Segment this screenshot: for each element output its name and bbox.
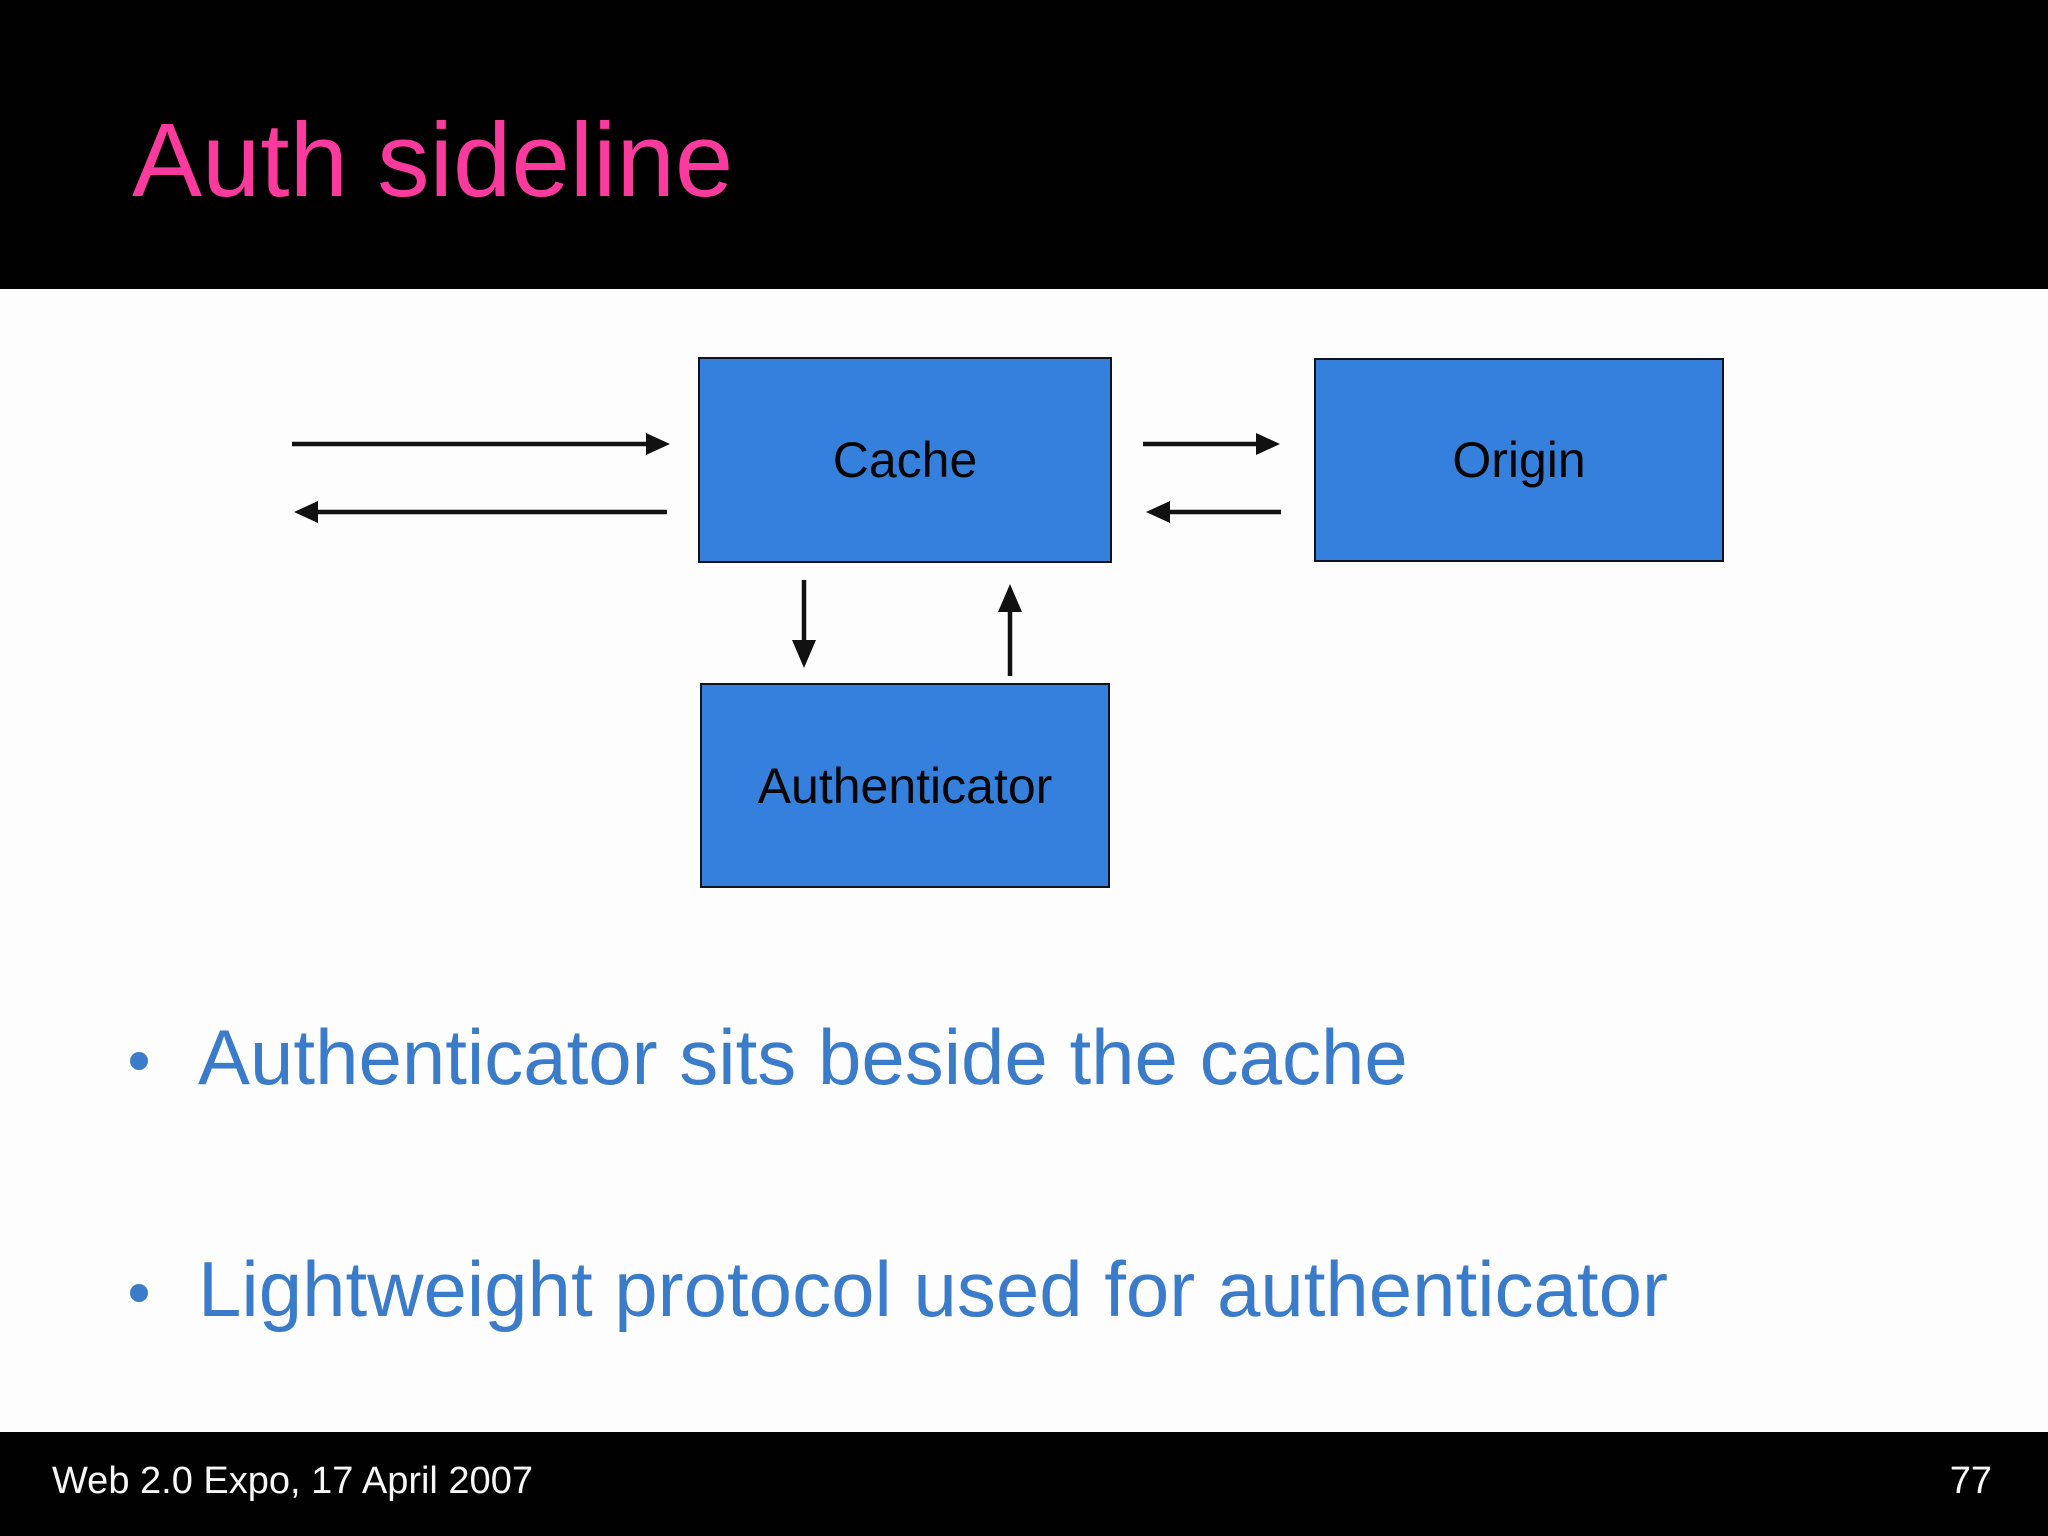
arrow-client-to-cache-icon [292, 433, 670, 455]
authenticator-box: Authenticator [700, 683, 1110, 888]
slide-title: Auth sideline [132, 102, 734, 219]
cache-box: Cache [698, 357, 1112, 563]
origin-box: Origin [1314, 358, 1724, 562]
arrow-origin-to-cache-icon [1146, 501, 1281, 523]
bullet-marker-icon [130, 1052, 148, 1070]
authenticator-label: Authenticator [757, 757, 1053, 814]
bullet-marker-icon [130, 1284, 148, 1302]
title-band: Auth sideline [0, 0, 2048, 289]
cache-label: Cache [832, 432, 978, 488]
page-number: 77 [1949, 1460, 1992, 1502]
footer-band: Web 2.0 Expo, 17 April 2007 77 [0, 1432, 2048, 1536]
arrow-cache-to-authenticator-icon [792, 580, 816, 668]
bullet-item-2: Lightweight protocol used for authentica… [128, 1245, 1978, 1333]
bullet-text: Lightweight protocol used for authentica… [198, 1245, 1668, 1333]
bullet-item-1: Authenticator sits beside the cache [128, 1013, 1978, 1101]
footer-caption: Web 2.0 Expo, 17 April 2007 [52, 1460, 533, 1502]
arrow-cache-to-client-icon [294, 501, 667, 523]
arrow-cache-to-origin-icon [1143, 433, 1280, 455]
origin-label: Origin [1452, 432, 1586, 488]
bullet-text: Authenticator sits beside the cache [198, 1013, 1408, 1101]
arrow-authenticator-to-cache-icon [998, 584, 1022, 676]
